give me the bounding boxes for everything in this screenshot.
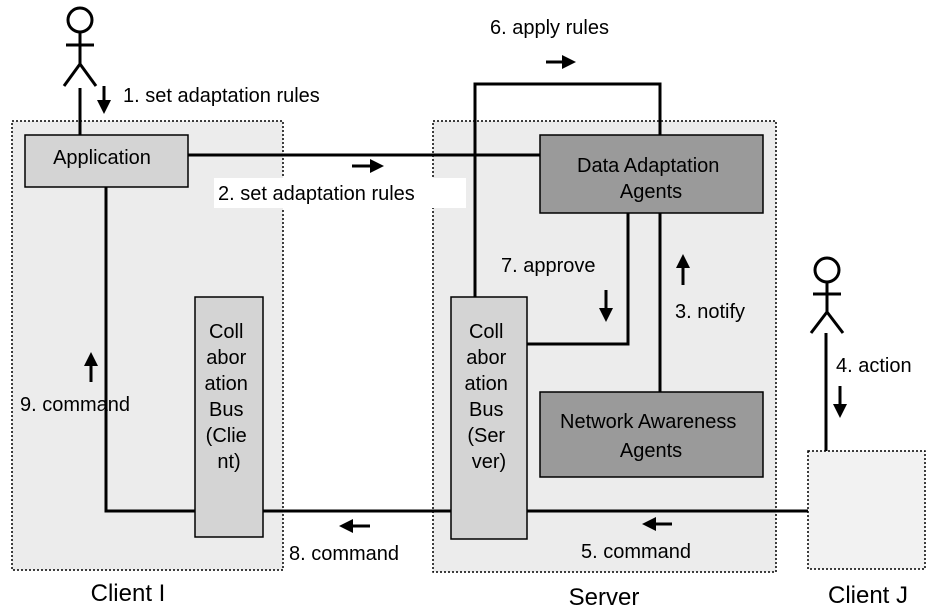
collaboration-bus-client-label: Coll abor ation Bus (Clie nt) — [205, 321, 254, 473]
bus-client-line-2: abor — [206, 347, 246, 369]
arrow-up-notify-icon — [676, 254, 690, 285]
data-adaptation-line-2: Agents — [620, 181, 682, 203]
bus-server-line-5: (Ser — [467, 425, 505, 447]
step-2-label: 2. set adaptation rules — [218, 183, 415, 205]
arrow-down-approve-icon — [599, 290, 613, 322]
collaboration-bus-server-box — [450, 296, 528, 540]
arrow-right-apply-rules-icon — [546, 55, 576, 69]
arrow-left-command-8-icon — [339, 519, 370, 533]
step-6-label: 6. apply rules — [490, 17, 609, 39]
bus-client-line-3: ation — [205, 373, 248, 395]
collaboration-bus-client-box — [194, 296, 264, 538]
arrow-up-command-9-icon — [84, 352, 98, 382]
step-4-label: 4. action — [836, 355, 912, 377]
client-bus-to-application-line — [104, 187, 195, 513]
network-awareness-line-1: Network Awareness — [560, 411, 736, 433]
arrow-down-action-icon — [833, 386, 847, 418]
bus-server-line-1: Coll — [469, 321, 503, 343]
application-label: Application — [53, 147, 151, 169]
network-awareness-label: Network Awareness Agents — [560, 411, 742, 462]
approve-line — [527, 213, 630, 346]
step-8-label: 8. command — [289, 543, 399, 565]
user-j-figure-icon — [809, 256, 845, 334]
apply-rules-loop-line — [473, 82, 662, 297]
step-2-label-background — [214, 178, 466, 208]
bus-client-line-4: Bus — [209, 399, 243, 421]
step-1-label: 1. set adaptation rules — [123, 85, 320, 107]
client-j-region-label: Client J — [828, 582, 908, 609]
step-9-label: 9. command — [20, 394, 130, 416]
collaboration-bus-server-label: Coll abor ation Bus (Ser ver) — [465, 321, 514, 473]
application-box — [24, 134, 189, 188]
data-adaptation-label: Data Adaptation Agents — [577, 155, 725, 203]
data-adaptation-line-1: Data Adaptation — [577, 155, 719, 177]
arrow-down-set-rules-icon — [97, 86, 111, 114]
network-awareness-agents-box — [539, 391, 764, 478]
network-awareness-line-2: Agents — [620, 440, 682, 462]
bus-server-line-4: Bus — [469, 399, 503, 421]
client-j-region — [807, 450, 926, 570]
arrow-left-command-5-icon — [642, 517, 672, 531]
arrow-right-set-rules-icon — [352, 159, 384, 173]
step-5-label: 5. command — [581, 541, 691, 563]
bus-client-line-5: (Clie — [206, 425, 247, 447]
bus-server-line-2: abor — [466, 347, 506, 369]
bus-server-line-3: ation — [465, 373, 508, 395]
step-7-label: 7. approve — [501, 255, 596, 277]
bus-client-line-6: nt) — [217, 451, 240, 473]
user-i-figure-icon — [62, 6, 98, 87]
connection-lines — [78, 82, 828, 513]
bus-client-line-1: Coll — [209, 321, 243, 343]
server-region-label: Server — [569, 584, 640, 611]
bus-server-line-6: ver) — [472, 451, 506, 473]
client-i-region-label: Client I — [91, 580, 166, 607]
step-3-label: 3. notify — [675, 301, 745, 323]
data-adaptation-agents-box — [539, 134, 764, 214]
